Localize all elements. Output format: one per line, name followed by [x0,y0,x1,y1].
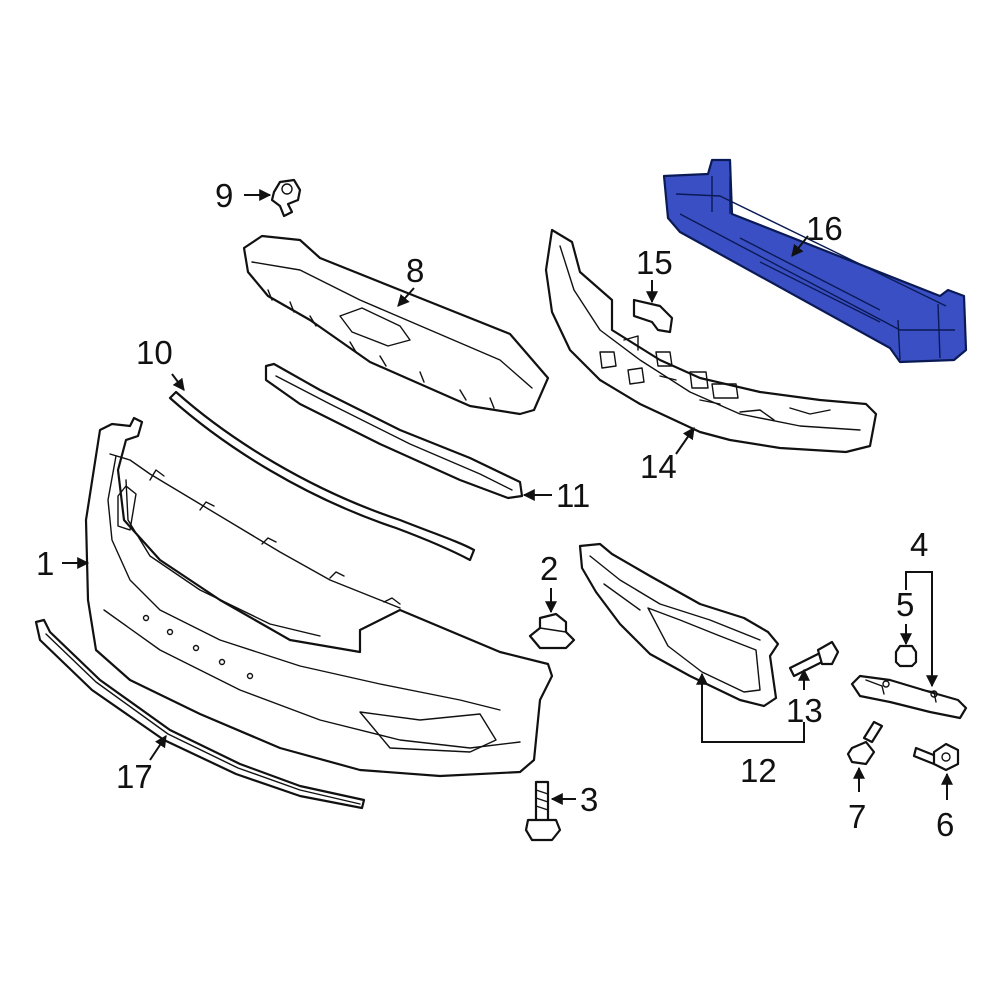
callout-15: 15 [636,244,673,281]
leader-17 [149,735,167,761]
part-9-push-pin[interactable] [270,178,302,218]
leader-14 [675,427,695,455]
part-11-grille-trim[interactable] [264,362,524,500]
callout-6: 6 [936,806,954,843]
part-2-clip[interactable] [528,612,576,650]
callout-2: 2 [540,550,558,587]
callout-4: 4 [910,526,928,563]
part-5-nut[interactable] [894,644,918,668]
callout-labels: 1 2 3 4 5 6 7 8 9 10 11 12 13 14 15 16 1… [36,177,954,843]
leader-8 [397,287,415,307]
part-6-bolt[interactable] [912,742,960,772]
part-16-reinforcement-beam[interactable] [662,158,968,364]
part-7-screw[interactable] [846,720,884,766]
leader-4 [905,571,938,688]
callout-8: 8 [406,252,424,289]
part-3-bolt[interactable] [524,780,562,842]
leader-lines [62,189,953,805]
part-12-fog-bezel[interactable] [578,542,780,708]
callout-17: 17 [116,758,153,795]
part-13-screw[interactable] [788,640,840,678]
leader-10 [171,373,185,391]
callout-3: 3 [580,781,598,818]
callout-13: 13 [786,692,823,729]
part-8-upper-cover[interactable] [242,234,550,416]
callout-11: 11 [556,477,590,514]
leader-12 [701,722,805,743]
part-14-energy-absorber[interactable] [544,228,878,454]
callout-12: 12 [740,752,777,789]
part-10-molding-strip[interactable] [168,390,476,562]
callout-14: 14 [640,448,677,485]
part-4-bracket[interactable] [850,674,968,720]
part-1-bumper-cover[interactable] [84,416,554,778]
callout-10: 10 [136,334,173,371]
callout-7: 7 [848,798,866,835]
leader-16 [791,235,809,257]
callout-1: 1 [36,545,54,582]
callout-9: 9 [215,177,233,214]
callout-5: 5 [896,586,914,623]
part-17-lower-strip[interactable] [34,618,366,810]
part-15-clip[interactable] [632,298,674,334]
callout-16: 16 [806,210,843,247]
